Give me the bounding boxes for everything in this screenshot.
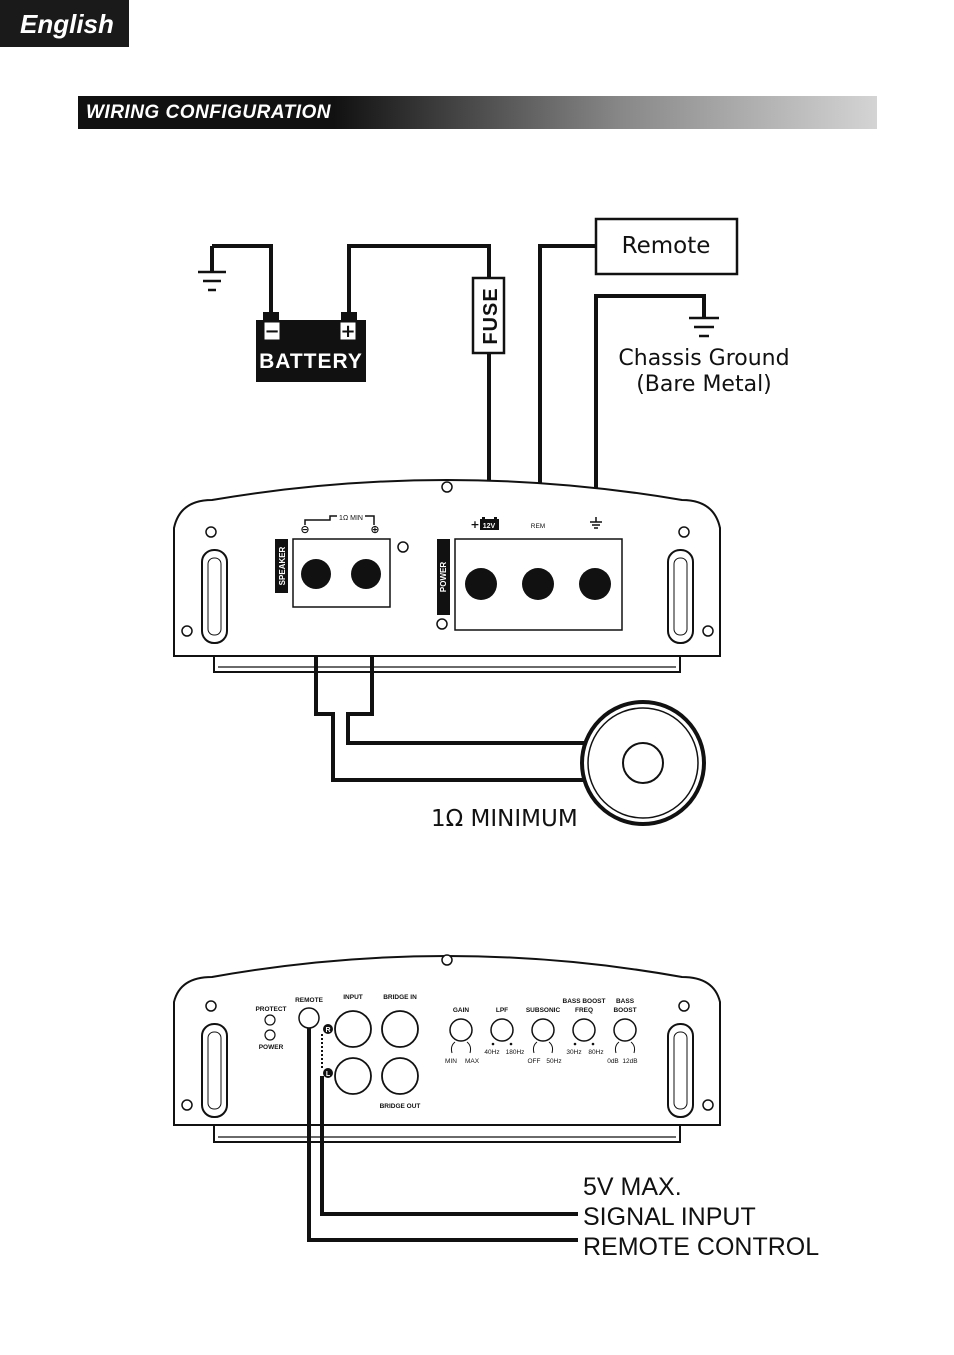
remote-control-wire — [307, 1028, 578, 1242]
power-rem-label: REM — [531, 523, 545, 530]
battery-negative-wire — [212, 244, 273, 315]
power-ground-terminal — [579, 568, 611, 600]
bass-boost-knob — [613, 1018, 637, 1042]
bare-metal-label: (Bare Metal) — [636, 372, 772, 397]
lpf-max-label: 180Hz — [506, 1049, 525, 1056]
bb-min-label: 0dB — [607, 1058, 619, 1065]
subsonic-max-label: 50Hz — [546, 1058, 561, 1065]
remote-jack-label: REMOTE — [295, 997, 323, 1004]
fuse: FUSE — [471, 276, 506, 355]
bass-boost-freq-knob — [572, 1018, 596, 1042]
bridge-out-jack — [381, 1057, 419, 1095]
battery-label: BATTERY — [259, 350, 363, 373]
protect-label: PROTECT — [255, 1006, 286, 1013]
speaker-panel-label: SPEAKER — [278, 546, 287, 585]
power-remote-terminal — [522, 568, 554, 600]
lpf-min-label: 40Hz — [484, 1049, 499, 1056]
bridge-in-label: BRIDGE IN — [383, 994, 417, 1001]
power-led-label: POWER — [259, 1044, 284, 1051]
chassis-ground-icon — [689, 316, 719, 338]
subsonic-knob — [531, 1018, 555, 1042]
speaker-negative-wire — [314, 614, 590, 782]
impedance-label: 1Ω MINIMUM — [431, 806, 578, 832]
fuse-label: FUSE — [480, 287, 502, 344]
bass-boost-freq-label-1: BASS BOOST — [563, 998, 606, 1005]
language-tab: English — [0, 0, 129, 47]
speaker — [580, 700, 706, 826]
bbf-max-label: 80Hz — [588, 1049, 603, 1056]
gain-max-label: MAX — [465, 1058, 480, 1065]
remote-source: Remote — [594, 217, 739, 276]
bass-boost-label-1: BASS — [616, 998, 635, 1005]
speaker-positive-terminal — [351, 559, 381, 589]
input-l-marker: L — [326, 1071, 331, 1078]
remote-jack — [298, 1007, 320, 1029]
bb-max-label: 12dB — [622, 1058, 637, 1065]
bridge-out-label: BRIDGE OUT — [380, 1103, 421, 1110]
gain-label: GAIN — [453, 1007, 470, 1014]
chassis-ground-wire — [594, 294, 706, 513]
note-line-1: 5V MAX. — [583, 1173, 682, 1201]
battery-icon — [480, 519, 499, 530]
power-12v-terminal — [465, 568, 497, 600]
remote-label: Remote — [622, 233, 711, 259]
bridge-in-jack — [381, 1010, 419, 1048]
speaker-minus-sign: ⊖ — [300, 523, 309, 536]
battery-positive-wire — [347, 244, 491, 315]
gain-knob — [449, 1018, 473, 1042]
ground-icon — [590, 517, 602, 529]
input-label: INPUT — [343, 994, 363, 1001]
bass-boost-freq-label-2: FREQ — [575, 1007, 593, 1014]
signal-input-wire — [320, 1076, 578, 1216]
input-r-marker: R — [325, 1027, 330, 1034]
speaker-min-label: 1Ω MIN — [339, 515, 363, 522]
power-panel-label: POWER — [439, 562, 448, 592]
chassis-ground-label: Chassis Ground — [618, 346, 789, 371]
battery-plus-sign: + — [340, 321, 355, 342]
bbf-min-label: 30Hz — [566, 1049, 581, 1056]
power-12v-label: 12V — [483, 523, 496, 530]
section-title: WIRING CONFIGURATION — [86, 102, 332, 123]
power-12v-plus: + — [470, 518, 479, 531]
amplifier-control-panel: PROTECT POWER REMOTE INPUT BRIDGE IN BRI… — [173, 954, 721, 1143]
amplifier-top-view: SPEAKER 1Ω MIN ⊖ ⊕ POWER + 12V REM — [173, 479, 721, 673]
note-line-2: SIGNAL INPUT — [583, 1203, 756, 1231]
input-right-jack — [334, 1010, 372, 1048]
section-header-bar: WIRING CONFIGURATION — [78, 96, 877, 129]
protect-led — [264, 1014, 276, 1026]
subsonic-min-label: OFF — [528, 1058, 541, 1065]
lpf-label: LPF — [496, 1007, 508, 1014]
speaker-positive-wire — [346, 614, 590, 745]
speaker-negative-terminal — [301, 559, 331, 589]
input-left-jack — [334, 1057, 372, 1095]
battery: − + BATTERY — [256, 312, 366, 382]
power-led — [264, 1029, 276, 1041]
speaker-plus-sign: ⊕ — [370, 523, 379, 536]
lpf-knob — [490, 1018, 514, 1042]
ground-icon — [198, 270, 226, 292]
remote-wire — [538, 244, 596, 513]
subsonic-label: SUBSONIC — [526, 1007, 561, 1014]
battery-minus-sign: − — [264, 321, 279, 342]
note-line-3: REMOTE CONTROL — [583, 1233, 819, 1261]
bass-boost-label-2: BOOST — [613, 1007, 636, 1014]
gain-min-label: MIN — [445, 1058, 457, 1065]
